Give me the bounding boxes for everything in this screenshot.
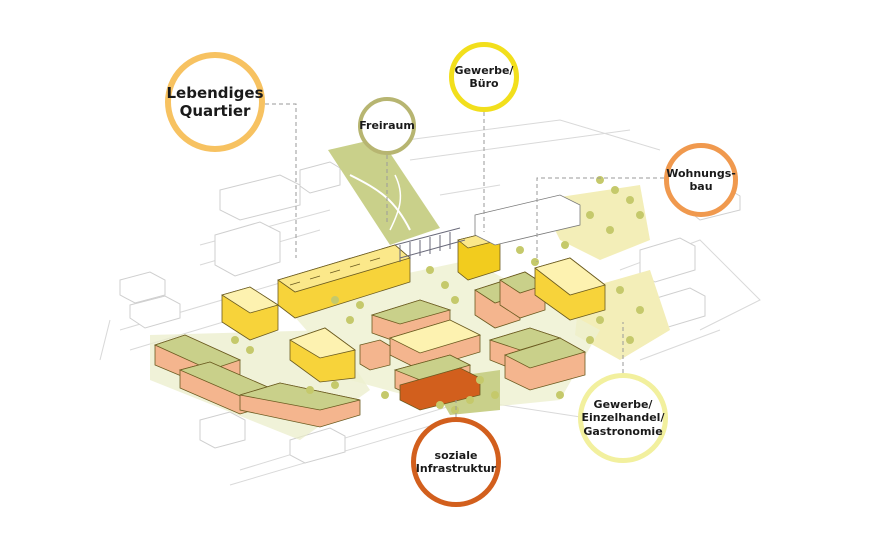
label-freiraum: Freiraum [358, 97, 416, 155]
label-soziale-infrastruktur: soziale Infrastruktur [411, 417, 501, 507]
label-gewerbe-buero: Gewerbe/ Büro [449, 42, 519, 112]
label-lebendiges-quartier-text: Lebendiges Quartier [166, 84, 263, 121]
label-freiraum-text: Freiraum [359, 119, 415, 132]
label-lebendiges-quartier: Lebendiges Quartier [165, 52, 265, 152]
label-wohnungsbau-text: Wohnungs- bau [666, 167, 736, 194]
label-einzelhandel-gastronomie: Gewerbe/ Einzelhandel/ Gastronomie [578, 373, 668, 463]
label-wohnungsbau: Wohnungs- bau [664, 143, 738, 217]
label-soziale-infrastruktur-text: soziale Infrastruktur [416, 449, 496, 476]
label-einzelhandel-gastronomie-text: Gewerbe/ Einzelhandel/ Gastronomie [582, 398, 665, 438]
label-gewerbe-buero-text: Gewerbe/ Büro [455, 64, 514, 91]
